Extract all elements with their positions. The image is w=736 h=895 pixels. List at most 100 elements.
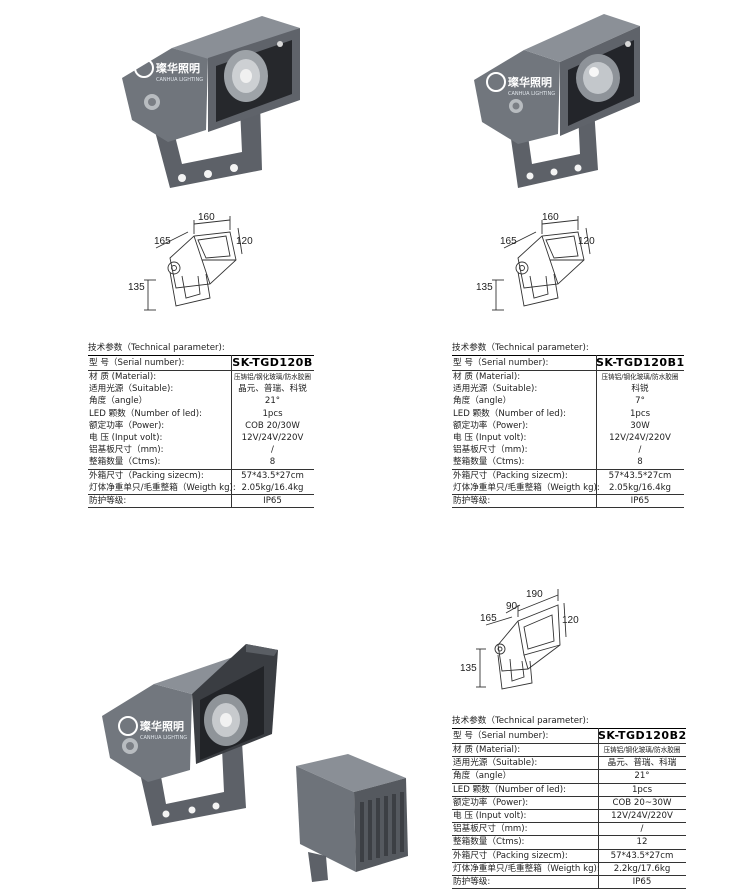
spec-value-board: / [271, 445, 274, 456]
spec-label-ctns: 整箱数量（Ctms): [89, 457, 161, 468]
spec-label-serial: 型 号（Serial number): [453, 731, 549, 741]
dim-label-120: 120 [562, 615, 579, 626]
product-photo-tgd120b: 璨华照明 CANHUA LIGHTING [122, 16, 300, 188]
dim-label-165: 165 [500, 236, 517, 247]
dim-label-165: 165 [480, 613, 497, 624]
spec-value-ctns: 12 [636, 837, 648, 848]
spec-label-ctns: 整箱数量（Ctms): [453, 837, 525, 848]
spec-label-serial: 型 号（Serial number): [89, 358, 185, 368]
spec-label-led: LED 颗数（Number of led): [453, 408, 566, 419]
product-photo-tgd120b2-rear [296, 754, 408, 882]
spec-row-power: 额定功率（Power): 30W [452, 420, 684, 432]
spec-row-led: LED 颗数（Number of led): 1pcs [452, 784, 686, 797]
dimension-drawing-tgd120b1: 160 165 120 135 [476, 212, 595, 311]
spec-value-material: 压铸铝/钢化玻璃/防水胶圈 [603, 746, 681, 754]
brand-logo-subtitle: CANHUA LIGHTING [156, 77, 203, 83]
spec-label-serial: 型 号（Serial number): [453, 358, 549, 368]
spec-label-weight: 灯体净重单只/毛重整箱（Weigth kg): [453, 863, 600, 874]
spec-row-suitable: 适用光源（Suitable): 晶元、普瑞、科瑞 [452, 757, 686, 771]
spec-row-board: 铝基板尺寸（mm): / [88, 444, 314, 456]
spec-value-angle: 21° [264, 396, 281, 407]
spec-row-power: 额定功率（Power): COB 20~30W [452, 797, 686, 810]
spec-value-voltage: 12V/24V/220V [611, 810, 673, 821]
spec-label-material: 材 质 (Material): [89, 372, 157, 382]
spec-label-material: 材 质 (Material): [453, 745, 521, 755]
spec-row-serial: 型 号（Serial number): SK-TGD120B2 [452, 729, 686, 744]
spec-label-led: LED 颗数（Number of led): [89, 408, 202, 419]
spec-label-material: 材 质 (Material): [453, 372, 521, 382]
spec-value-ip: IP65 [632, 876, 652, 887]
spec-value-power: COB 20~30W [612, 797, 672, 808]
dim-label-160: 160 [198, 212, 215, 223]
spec-label-ip: 防护等级: [453, 876, 491, 887]
spec-value-power: COB 20/30W [245, 420, 300, 431]
dim-label-90: 90 [506, 601, 518, 612]
spec-label-voltage: 电 压 (Input volt): [453, 810, 527, 821]
spec-value-angle: 21° [634, 771, 650, 782]
brand-logo-text: 璨华照明 [156, 61, 200, 75]
spec-row-led: LED 颗数（Number of led): 1pcs [88, 408, 314, 420]
dim-label-135: 135 [476, 282, 493, 293]
spec-label-weight: 灯体净重单只/毛重整箱（Weigth kg): [453, 482, 600, 493]
spec-value-ip: IP65 [263, 495, 282, 506]
dimension-drawing-tgd120b: 160 165 120 135 [128, 212, 253, 311]
spec-row-serial: 型 号（Serial number): SK-TGD120B1 [452, 356, 684, 371]
spec-row-board: 铝基板尺寸（mm): / [452, 823, 686, 837]
spec-row-power: 额定功率（Power): COB 20/30W [88, 420, 314, 432]
spec-row-ctns: 整箱数量（Ctms): 12 [452, 836, 686, 850]
dim-label-190: 190 [526, 589, 543, 600]
brand-logo-subtitle: CANHUA LIGHTING [140, 735, 187, 741]
spec-label-ip: 防护等级: [453, 495, 491, 506]
dim-label-135: 135 [128, 282, 145, 293]
spec-row-ip: 防护等级: IP65 [88, 495, 314, 509]
spec-label-packing: 外箱尺寸（Packing sizecm): [89, 470, 204, 481]
spec-row-weight: 灯体净重单只/毛重整箱（Weigth kg): 2.05kg/16.4kg [452, 482, 684, 495]
spec-value-packing: 57*43.5*27cm [610, 850, 674, 861]
spec-row-weight: 灯体净重单只/毛重整箱（Weigth kg): 2.2kg/17.6kg [452, 863, 686, 876]
spec-table-heading: 技术参数（Technical parameter): [452, 343, 589, 353]
spec-value-board: / [640, 824, 644, 835]
spec-row-material: 材 质 (Material): 压铸铝/钢化玻璃/防水胶圈 [452, 371, 684, 383]
spec-value-suitable: 科锐 [631, 384, 649, 395]
spec-label-board: 铝基板尺寸（mm): [453, 824, 528, 835]
product-photo-tgd120b2: 璨华照明 CANHUA LIGHTING [102, 644, 278, 826]
spec-label-suitable: 适用光源（Suitable): [89, 384, 174, 395]
spec-row-packing: 外箱尺寸（Packing sizecm): 57*43.5*27cm [88, 470, 314, 482]
spec-value-voltage: 12V/24V/220V [241, 432, 304, 443]
spec-row-voltage: 电 压 (Input volt): 12V/24V/220V [88, 432, 314, 444]
spec-label-power: 额定功率（Power): [89, 420, 165, 431]
dim-label-135: 135 [460, 663, 477, 674]
spec-row-angle: 角度（angle） 21° [452, 770, 686, 784]
brand-logo-text: 璨华照明 [508, 75, 552, 89]
spec-row-weight: 灯体净重单只/毛重整箱（Weigth kg): 2.05kg/16.4kg [88, 482, 314, 495]
spec-value-ip: IP65 [630, 495, 650, 506]
spec-label-suitable: 适用光源（Suitable): [453, 758, 538, 769]
spec-row-voltage: 电 压 (Input volt): 12V/24V/220V [452, 810, 686, 824]
spec-value-weight: 2.2kg/17.6kg [613, 863, 671, 874]
spec-value-angle: 7° [635, 396, 645, 407]
spec-value-led: 1pcs [629, 408, 651, 419]
dim-label-165: 165 [154, 236, 171, 247]
spec-row-angle: 角度（angle） 7° [452, 395, 684, 407]
spec-label-angle: 角度（angle） [89, 396, 148, 407]
dimension-drawing-tgd120b2: 190 90 165 120 135 [460, 589, 579, 690]
spec-row-ip: 防护等级: IP65 [452, 876, 686, 890]
spec-value-voltage: 12V/24V/220V [609, 432, 671, 443]
spec-value-led: 1pcs [262, 408, 283, 419]
spec-row-suitable: 适用光源（Suitable): 科锐 [452, 383, 684, 395]
spec-row-material: 材 质 (Material): 压铸铝/钢化玻璃/防水胶圈 [88, 371, 314, 383]
spec-row-voltage: 电 压 (Input volt): 12V/24V/220V [452, 432, 684, 444]
spec-value-packing: 57*43.5*27cm [241, 470, 304, 481]
spec-label-packing: 外箱尺寸（Packing sizecm): [453, 470, 568, 481]
spec-row-angle: 角度（angle） 21° [88, 395, 314, 407]
brand-logo-text: 璨华照明 [140, 719, 184, 733]
spec-label-angle: 角度（angle） [453, 396, 512, 407]
spec-row-ctns: 整箱数量（Ctms): 8 [88, 456, 314, 470]
spec-label-power: 额定功率（Power): [453, 797, 529, 808]
spec-row-suitable: 适用光源（Suitable): 晶元、普瑞、科锐 [88, 383, 314, 395]
spec-row-packing: 外箱尺寸（Packing sizecm): 57*43.5*27cm [452, 470, 684, 482]
spec-row-board: 铝基板尺寸（mm): / [452, 444, 684, 456]
spec-label-ctns: 整箱数量（Ctms): [453, 457, 525, 468]
spec-value-ctns: 8 [269, 457, 276, 468]
spec-label-weight: 灯体净重单只/毛重整箱（Weigth kg): [89, 482, 236, 493]
